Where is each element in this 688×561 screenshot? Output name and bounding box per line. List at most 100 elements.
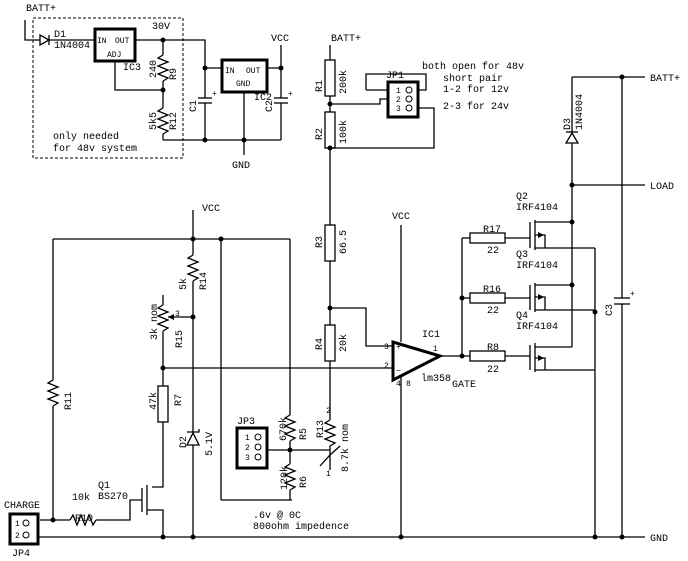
r4-value: 20k <box>338 334 350 352</box>
resistor-r6: 120k R6 <box>279 450 310 500</box>
ic3-adj-wire <box>114 61 163 91</box>
charge-label: CHARGE <box>4 501 40 512</box>
vcc-op-label: VCC <box>392 212 410 223</box>
gate-label: GATE <box>452 380 476 391</box>
opamp-ic1: VCC + − IC1 lm358 GATE 3 2 1 4 8 <box>330 212 476 537</box>
resistor-r9: 240 R9 <box>149 40 180 108</box>
resistor-r16: R16 22 <box>462 285 506 317</box>
ic2-out: OUT <box>246 67 261 76</box>
d3-label: D3 <box>563 118 574 130</box>
r13-pin2: 2 <box>326 407 331 416</box>
mosfet-q4: Q4 IRF4104 <box>505 311 595 372</box>
r2-value: 100k <box>338 120 350 144</box>
ic2-in: IN <box>225 67 235 76</box>
resistor-r4: R4 20k <box>315 324 350 362</box>
jumper-jp3: 1 2 3 JP3 <box>235 417 269 470</box>
jp1-note-line3: 1-2 for 12v <box>443 84 509 96</box>
r5-value: 670k <box>278 417 290 441</box>
gnd-top-label: GND <box>232 161 250 172</box>
resistor-r1: R1 200k <box>315 59 350 97</box>
jp3-label: JP3 <box>237 417 255 428</box>
resistor-r17: R17 22 <box>462 225 506 257</box>
batt-r1-label: BATT+ <box>331 34 361 45</box>
note-48v-line1: only needed <box>53 131 119 143</box>
voltage-30v-label: 30V <box>152 22 170 33</box>
jp1-label: JP1 <box>386 71 404 82</box>
q2-part: IRF4104 <box>516 203 558 214</box>
mosfet-q1: Q1 BS270 <box>98 440 164 537</box>
ic1-pin4: 4 <box>396 380 401 389</box>
ic2-label: IC2 <box>254 93 272 104</box>
gnd-bottom-label: GND <box>650 534 668 545</box>
r1-label: R1 <box>315 80 326 92</box>
charge-connector-jp4: CHARGE 1 2 JP4 <box>4 501 40 560</box>
r12-value: 5k5 <box>148 112 160 130</box>
r3-label: R3 <box>315 236 326 248</box>
r1-value: 200k <box>338 70 350 94</box>
ic3-in: IN <box>97 37 107 46</box>
ic2-gnd: GND <box>236 80 251 89</box>
r13-label: R13 <box>316 420 327 438</box>
jp3-pin2: 2 <box>245 444 250 453</box>
resistor-r2: R2 100k <box>315 111 350 149</box>
jp1-pin3-wire <box>330 107 435 149</box>
batt-top-wire <box>24 20 40 41</box>
r10-label: R10 <box>75 514 93 525</box>
resistor-r8: R8 22 <box>440 343 506 376</box>
capacitor-c2: C2 + <box>265 68 293 140</box>
optional-48v-box <box>32 17 184 159</box>
q1-part: BS270 <box>98 492 128 503</box>
svg-text:+: + <box>396 343 401 352</box>
q2-label: Q2 <box>516 192 528 203</box>
output-section: BATT+ D3 1N4004 LOAD + C3 <box>563 74 680 537</box>
ic1-pin1: 1 <box>433 345 438 354</box>
r7-value: 47k <box>148 392 160 410</box>
ic3-out-wire <box>135 39 222 69</box>
thermistor-r13: 2 1 R13 8.7k nom <box>316 407 352 479</box>
r10-value: 10k <box>72 492 90 504</box>
resistor-r5: 670k R5 <box>278 239 310 450</box>
d2-value: 5.1V <box>205 432 216 456</box>
regulator-vcc-section: IN OUT GND IC2 VCC C2 + GND <box>163 34 293 172</box>
regulator-48v-section: BATT+ D1 1N4004 IN OUT ADJ IC3 30V <box>24 4 222 159</box>
r15-label: R15 <box>175 330 186 348</box>
resistor-r14: 5k R14 <box>178 239 210 317</box>
d3-part: 1N4004 <box>575 94 586 130</box>
mosfet-q3: Q3 IRF4104 <box>505 250 595 312</box>
r16-label: R16 <box>483 285 501 296</box>
r2-label: R2 <box>315 128 326 140</box>
regulator-ic3: IN OUT ADJ IC3 <box>93 27 141 74</box>
q3-part: IRF4104 <box>516 261 558 272</box>
r9-label: R9 <box>169 68 180 80</box>
jp1-pin2: 2 <box>396 96 401 105</box>
jp4-label: JP4 <box>12 549 30 560</box>
jp1-pin2-wire <box>330 98 388 105</box>
mosfet-q2: Q2 IRF4104 <box>505 192 595 250</box>
jp1-note-line2: short pair <box>443 73 503 85</box>
r16-value: 22 <box>487 306 499 317</box>
jp1-pin1: 1 <box>396 87 401 96</box>
zener-d2: D2 5.1V <box>179 317 216 537</box>
r14-label: R14 <box>199 272 210 290</box>
ic3-label: IC3 <box>123 63 141 74</box>
load-label: LOAD <box>650 182 674 193</box>
r9-value: 240 <box>149 60 160 78</box>
c2-label: C2 <box>265 100 276 112</box>
r15-pin3: 3 <box>175 310 180 319</box>
jp4-pin2: 2 <box>15 532 20 541</box>
divider-section: BATT+ R1 200k R2 100k R3 66.5 R4 20k <box>315 34 361 420</box>
jp3-pin1: 1 <box>245 434 250 443</box>
r8-label: R8 <box>487 343 499 354</box>
ic2-out-wire <box>267 45 282 69</box>
ic1-part: lm358 <box>421 373 451 385</box>
ic3-adj: ADJ <box>107 51 121 60</box>
jp1-note-line1: both open for 48v <box>422 61 524 73</box>
ic3-out: OUT <box>115 37 130 46</box>
diode-d3: D3 1N4004 <box>563 77 586 185</box>
opamp-plus-wire <box>330 307 393 347</box>
r5-label: R5 <box>299 428 310 440</box>
batt-right-label: BATT+ <box>650 74 680 85</box>
jp3-pin3: 3 <box>245 454 250 463</box>
batt-top-label: BATT+ <box>26 4 56 15</box>
